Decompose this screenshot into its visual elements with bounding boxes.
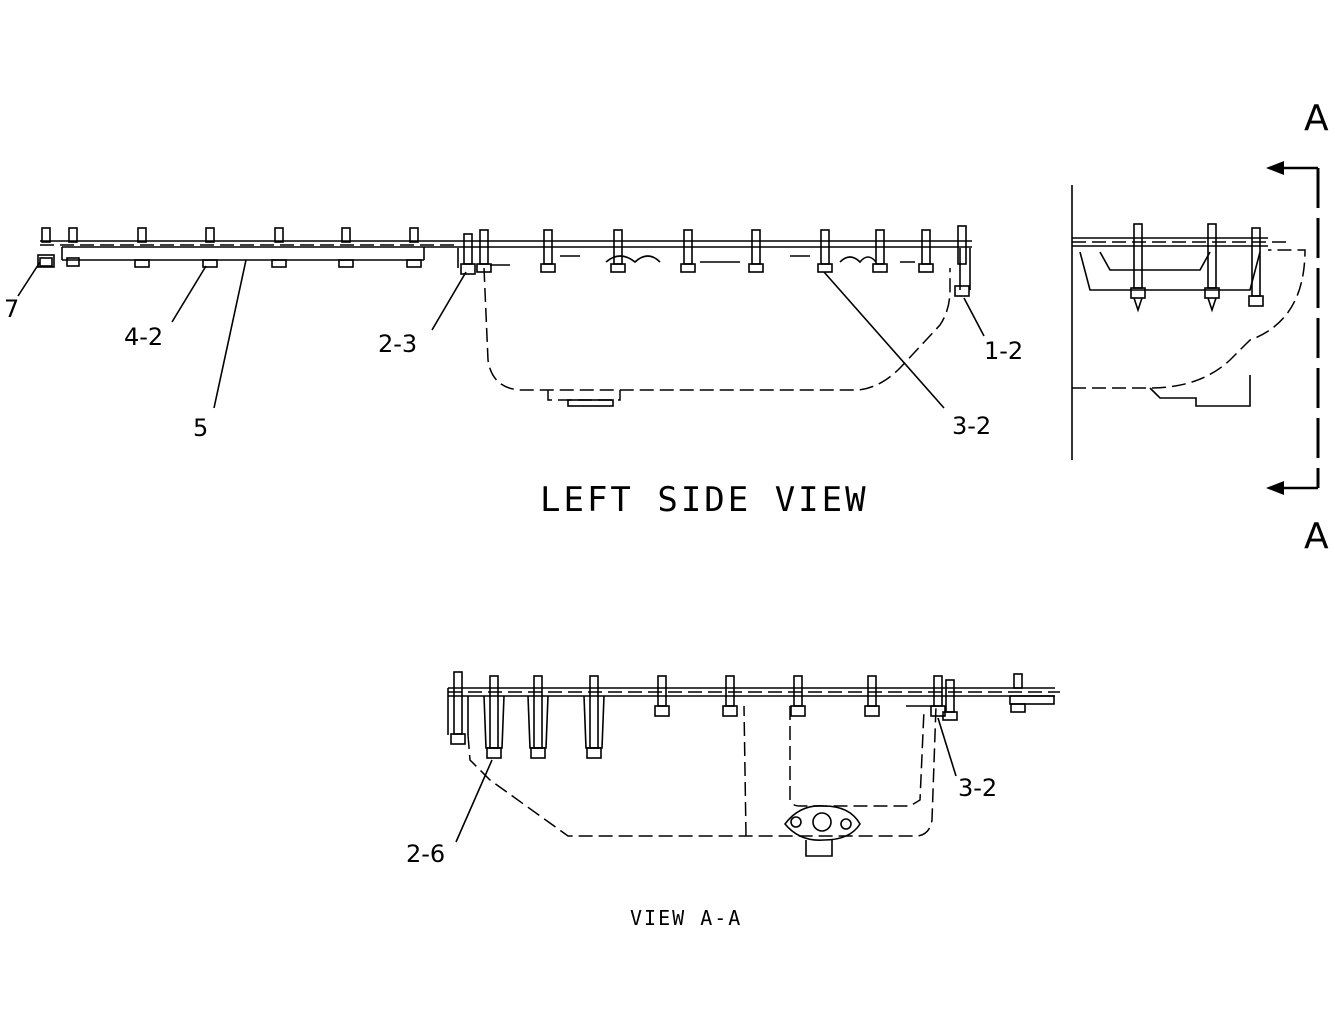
pan-bolts: [460, 225, 970, 297]
callout-2-3: 2-3: [378, 330, 417, 358]
left-side-view-title: LEFT SIDE VIEW: [540, 480, 869, 520]
section-marker-bottom: A: [1304, 516, 1329, 557]
left-side-view: [17, 225, 985, 409]
view-a-a: [447, 671, 1060, 857]
callout-2-6: 2-6: [406, 840, 445, 868]
callout-4-2: 4-2: [124, 323, 163, 351]
drain-boss: [783, 805, 861, 857]
callout-3-2-top: 3-2: [952, 412, 991, 440]
callout-7: 7: [4, 295, 19, 323]
callout-1-2: 1-2: [984, 337, 1023, 365]
view-a-a-title: VIEW A-A: [630, 906, 742, 930]
rail-bolts-left: [39, 227, 422, 268]
callout-5: 5: [193, 414, 208, 442]
section-marker-top: A: [1304, 98, 1329, 139]
end-detail-view: [1071, 161, 1320, 495]
callout-3-2-bottom: 3-2: [958, 774, 997, 802]
